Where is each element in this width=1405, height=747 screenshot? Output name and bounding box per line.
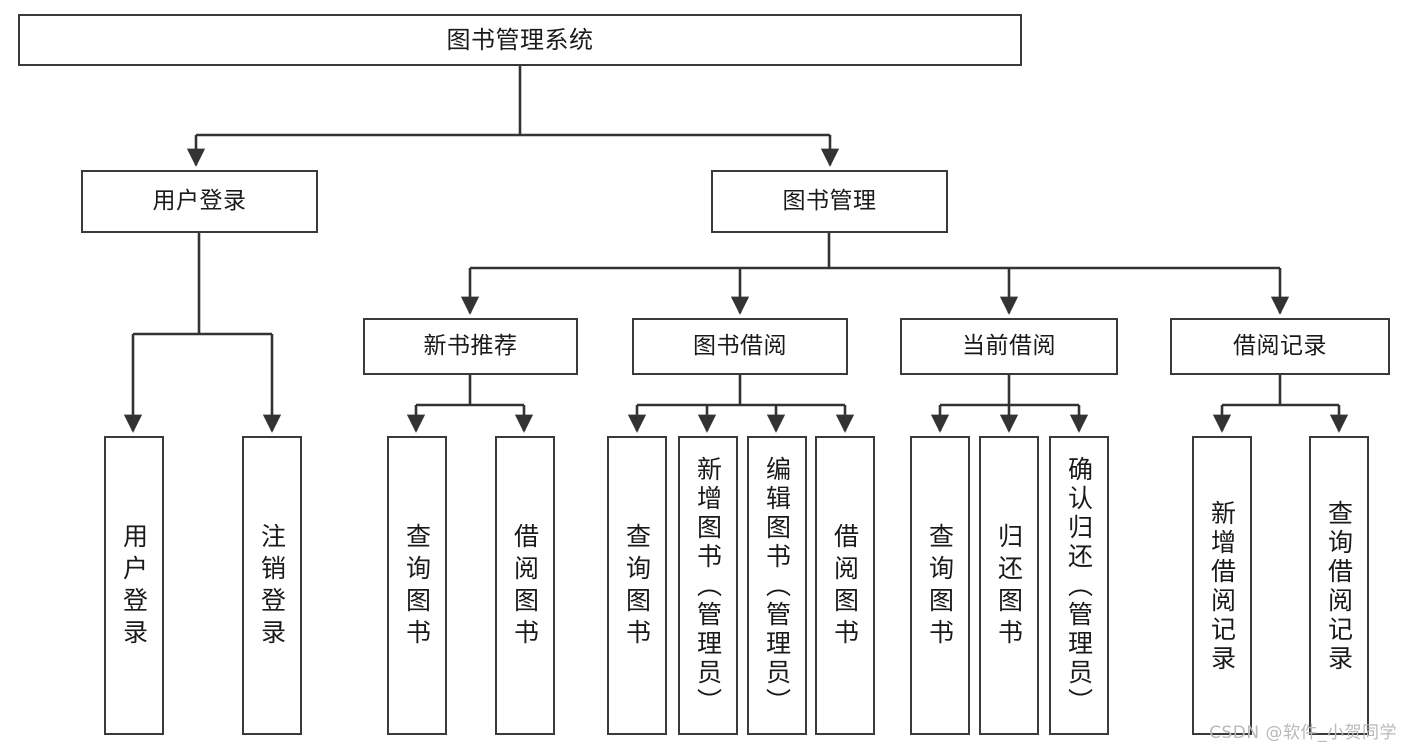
node-user-login[interactable]: 用户登录 (81, 170, 318, 233)
leaf-user-login[interactable]: 用户登录 (104, 436, 164, 735)
leaf-confirm-return[interactable]: 确认归还（管理员） (1049, 436, 1109, 735)
leaf-edit-book-label: 编辑图书（管理员） (762, 456, 792, 717)
leaf-return-book-label: 归还图书 (994, 522, 1024, 651)
node-current-borrow-label: 当前借阅 (962, 332, 1056, 359)
node-book-manage-label: 图书管理 (782, 187, 877, 214)
node-new-book-recommendation-label: 新书推荐 (423, 332, 518, 359)
leaf-borrow-book-1-label: 借阅图书 (510, 522, 540, 651)
leaf-borrow-book-2-label: 借阅图书 (830, 522, 860, 651)
leaf-add-book-label: 新增图书（管理员） (693, 456, 723, 717)
node-root[interactable]: 图书管理系统 (18, 14, 1022, 66)
leaf-user-login-label: 用户登录 (119, 522, 149, 651)
watermark: CSDN @软件_小贺同学 (1209, 723, 1397, 743)
leaf-edit-book[interactable]: 编辑图书（管理员） (747, 436, 807, 735)
leaf-query-book-3[interactable]: 查询图书 (910, 436, 970, 735)
leaf-query-book-3-label: 查询图书 (925, 522, 955, 651)
leaf-logout[interactable]: 注销登录 (242, 436, 302, 735)
leaf-query-record[interactable]: 查询借阅记录 (1309, 436, 1369, 735)
leaf-return-book[interactable]: 归还图书 (979, 436, 1039, 735)
leaf-query-record-label: 查询借阅记录 (1324, 499, 1354, 674)
node-new-book-recommendation[interactable]: 新书推荐 (363, 318, 578, 375)
node-book-borrow[interactable]: 图书借阅 (632, 318, 848, 375)
leaf-query-book-1[interactable]: 查询图书 (387, 436, 447, 735)
leaf-borrow-book-1[interactable]: 借阅图书 (495, 436, 555, 735)
leaf-borrow-book-2[interactable]: 借阅图书 (815, 436, 875, 735)
node-current-borrow[interactable]: 当前借阅 (900, 318, 1118, 375)
node-borrow-record-label: 借阅记录 (1233, 332, 1327, 359)
leaf-add-book[interactable]: 新增图书（管理员） (678, 436, 738, 735)
leaf-query-book-1-label: 查询图书 (402, 522, 432, 651)
leaf-add-record[interactable]: 新增借阅记录 (1192, 436, 1252, 735)
leaf-logout-label: 注销登录 (257, 522, 287, 651)
node-book-borrow-label: 图书借阅 (693, 332, 787, 359)
node-root-label: 图书管理系统 (446, 25, 594, 54)
leaf-query-book-2-label: 查询图书 (622, 522, 652, 651)
node-borrow-record[interactable]: 借阅记录 (1170, 318, 1390, 375)
leaf-query-book-2[interactable]: 查询图书 (607, 436, 667, 735)
node-user-login-label: 用户登录 (152, 187, 247, 214)
leaf-add-record-label: 新增借阅记录 (1207, 499, 1237, 674)
leaf-confirm-return-label: 确认归还（管理员） (1064, 456, 1094, 717)
node-book-manage[interactable]: 图书管理 (711, 170, 948, 233)
